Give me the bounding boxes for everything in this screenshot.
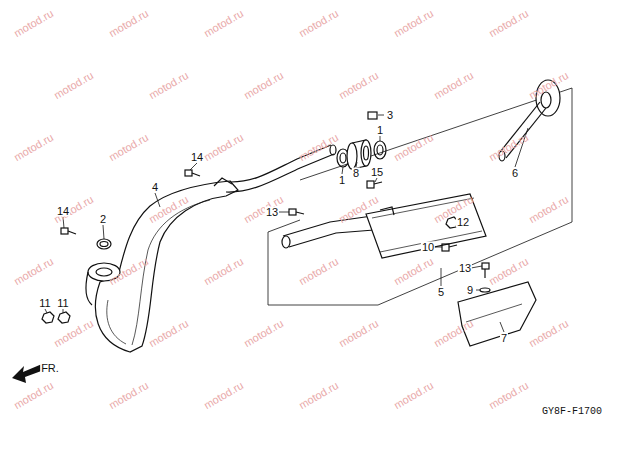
- watermark: motod.ru: [297, 380, 340, 411]
- watermark: motod.ru: [297, 256, 340, 287]
- callout-number: 10: [421, 242, 435, 253]
- watermark: motod.ru: [12, 132, 55, 163]
- callout-number: 12: [456, 217, 470, 228]
- watermark: motod.ru: [12, 8, 55, 39]
- watermark: motod.ru: [202, 132, 245, 163]
- watermark: motod.ru: [527, 194, 570, 225]
- watermark: motod.ru: [392, 8, 435, 39]
- watermark: motod.ru: [107, 132, 150, 163]
- direction-label: FR.: [40, 363, 60, 374]
- callout-number: 1: [376, 125, 384, 136]
- watermark: motod.ru: [107, 8, 150, 39]
- callout-number: 11: [56, 298, 69, 309]
- callout-number: 5: [437, 287, 445, 298]
- callout-number: 2: [99, 214, 107, 225]
- callout-number: 4: [151, 182, 159, 193]
- watermark: motod.ru: [527, 318, 570, 349]
- callout-number: 13: [265, 207, 279, 218]
- callout-number: 7: [500, 333, 508, 344]
- watermark: motod.ru: [202, 8, 245, 39]
- callout-number: 13: [458, 263, 472, 274]
- watermark: motod.ru: [242, 70, 285, 101]
- watermark: motod.ru: [432, 70, 475, 101]
- watermark: motod.ru: [202, 380, 245, 411]
- watermark: motod.ru: [12, 380, 55, 411]
- watermark: motod.ru: [392, 256, 435, 287]
- watermark: motod.ru: [147, 70, 190, 101]
- watermark: motod.ru: [297, 132, 340, 163]
- watermark: motod.ru: [52, 70, 95, 101]
- callout-number: 9: [466, 285, 474, 296]
- watermark: motod.ru: [297, 8, 340, 39]
- watermark: motod.ru: [487, 380, 530, 411]
- callout-number: 14: [56, 206, 70, 217]
- callout-number: 1: [338, 175, 346, 186]
- watermark: motod.ru: [487, 256, 530, 287]
- callout-number: 8: [352, 168, 360, 179]
- watermark: motod.ru: [487, 8, 530, 39]
- callout-number: 14: [190, 152, 204, 163]
- callout-number: 6: [511, 168, 519, 179]
- watermark: motod.ru: [147, 318, 190, 349]
- watermark: motod.ru: [392, 380, 435, 411]
- watermark: motod.ru: [487, 132, 530, 163]
- watermark: motod.ru: [392, 132, 435, 163]
- callout-number: 11: [38, 298, 51, 309]
- watermark: motod.ru: [337, 318, 380, 349]
- callout-number: 3: [386, 110, 394, 121]
- watermark: motod.ru: [337, 70, 380, 101]
- watermark: motod.ru: [202, 256, 245, 287]
- callout-number: 15: [370, 167, 384, 178]
- watermark: motod.ru: [242, 318, 285, 349]
- watermark: motod.ru: [12, 256, 55, 287]
- watermark: motod.ru: [107, 380, 150, 411]
- drawing-code: GY8F-F1700: [541, 407, 603, 417]
- watermark: motod.ru: [52, 318, 95, 349]
